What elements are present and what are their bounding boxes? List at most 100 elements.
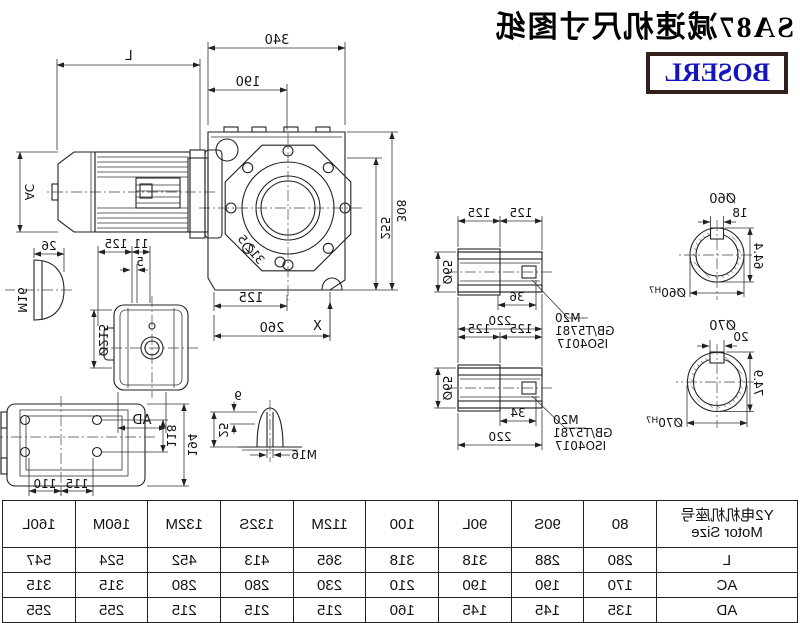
dim-11: 11 <box>133 237 148 251</box>
dim-125-side: 125 <box>105 237 128 251</box>
shaft-end-detail-1: 26 M16 <box>5 239 72 321</box>
axis-mark-X: X <box>313 319 322 334</box>
cell-L-90L: 318 <box>438 547 512 573</box>
s2-dim-220: 220 <box>489 430 512 444</box>
cell-AD-132M: 215 <box>147 597 221 623</box>
dim-190: 190 <box>236 75 261 90</box>
thread-M16-1: M16 <box>15 287 29 313</box>
row-label-L: L <box>656 547 798 573</box>
cell-AD-132S: 215 <box>220 597 294 623</box>
cell-L-90S: 288 <box>511 547 584 573</box>
cell-AD-112M: 215 <box>293 597 366 623</box>
row-label-AC: AC <box>656 572 798 598</box>
dim-260: 260 <box>260 321 285 336</box>
main-view-dimensions: 340 190 L AC 308 255 125 <box>16 33 408 341</box>
cell-L-112M: 365 <box>293 547 366 573</box>
cell-L-80: 280 <box>583 547 657 573</box>
bore2-label: Ø70H7 <box>646 416 683 430</box>
dim-125-bottom: 125 <box>239 291 264 306</box>
technical-drawing: 312.5 340 190 L AC 308 255 <box>0 33 765 496</box>
dim-115: 115 <box>66 477 89 491</box>
s2-dim-34: 34 <box>510 406 525 420</box>
dim-118: 118 <box>164 425 178 448</box>
dim-340: 340 <box>265 33 290 48</box>
column-header-132M: 132M <box>147 500 221 548</box>
s1-bolt: M20 <box>555 311 581 325</box>
cell-L-100: 318 <box>365 547 439 573</box>
s1-dim-220: 220 <box>489 314 512 328</box>
bore2-key-width: 20 <box>733 330 748 344</box>
cell-AC-100: 210 <box>365 572 439 598</box>
column-header-160M: 160M <box>75 500 148 548</box>
bore1-title: Ø60 <box>709 192 736 207</box>
s1-dim-36: 36 <box>509 290 524 304</box>
s2-dim-dia: Ø65 <box>440 376 454 401</box>
bore2-dia: Ø70 <box>658 416 683 430</box>
cell-AC-90L: 190 <box>438 572 512 598</box>
dim-194: 194 <box>185 434 199 457</box>
s1-dim-dia: Ø65 <box>440 260 454 285</box>
flange-side-view: 11 125 5 Ø215 AD <box>90 237 198 433</box>
column-header-160L: 160L <box>2 500 76 548</box>
s2-bolt: M20 <box>553 413 579 427</box>
bore2-key-depth: 74.9 <box>751 370 765 397</box>
motor-side-view <box>44 149 215 239</box>
s2-std1: GB/T5781 <box>553 426 612 440</box>
dim-308: 308 <box>394 200 408 223</box>
header-cn: Y2电机机座号 <box>680 507 774 524</box>
cell-AC-160M: 315 <box>75 572 148 598</box>
dim-255: 255 <box>378 217 392 240</box>
dim-110: 110 <box>34 477 57 491</box>
cell-AD-160M: 255 <box>75 597 148 623</box>
shaft-detail-1: 125 125 36 220 Ø65 M20 GB/T5781 ISO4017 <box>434 206 614 351</box>
dim-9: 9 <box>234 389 242 403</box>
cell-AC-160L: 315 <box>2 572 76 598</box>
cell-L-132S: 413 <box>220 547 294 573</box>
cell-AC-112M: 230 <box>293 572 366 598</box>
bore1-dia: Ø60 <box>661 286 686 300</box>
cell-AC-80: 170 <box>583 572 657 598</box>
dim-flange-dia: Ø215 <box>96 324 110 356</box>
cell-L-160M: 524 <box>75 547 148 573</box>
s1-std1: GB/T5781 <box>555 324 614 338</box>
bore-detail-60: Ø60 18 64.4 Ø60H7 <box>649 192 765 300</box>
cell-AC-132M: 280 <box>147 572 221 598</box>
s1-dim-125b: 125 <box>468 206 491 220</box>
cell-AC-90S: 190 <box>511 572 584 598</box>
bottom-view: 118 194 115 110 <box>0 396 199 496</box>
bore2-tol: H7 <box>646 416 659 426</box>
cell-AD-80: 135 <box>583 597 657 623</box>
bore2-title: Ø70 <box>709 319 736 334</box>
bore1-tol: H7 <box>649 286 662 296</box>
dim-5: 5 <box>136 255 144 269</box>
s1-dim-125a: 125 <box>510 206 533 220</box>
cell-AD-160L: 255 <box>2 597 76 623</box>
bore-detail-70: Ø70 20 74.9 Ø70H7 <box>646 319 765 430</box>
cell-AD-90S: 145 <box>511 597 584 623</box>
cell-L-160L: 547 <box>2 547 76 573</box>
thread-M16-2: M16 <box>291 448 317 462</box>
shaft-end-detail-2: 9 25 M16 <box>210 389 317 462</box>
column-header-90L: 90L <box>438 500 512 548</box>
dim-26: 26 <box>41 239 56 253</box>
s2-std2: ISO4017 <box>555 439 606 453</box>
header-en: Motor Size <box>691 524 763 541</box>
cell-L-132M: 452 <box>147 547 221 573</box>
dim-AC: AC <box>22 184 36 200</box>
s1-std2: ISO4017 <box>557 337 608 351</box>
bore1-key-depth: 64.4 <box>751 243 765 270</box>
dim-AD: AD <box>133 413 152 428</box>
cell-AD-100: 160 <box>365 597 439 623</box>
dim-L: L <box>125 49 133 64</box>
bore1-key-width: 18 <box>732 206 747 220</box>
dim-25: 25 <box>216 422 230 437</box>
shaft-detail-2: 125 125 34 220 Ø65 M20 GB/T5781 ISO4017 <box>434 322 612 453</box>
